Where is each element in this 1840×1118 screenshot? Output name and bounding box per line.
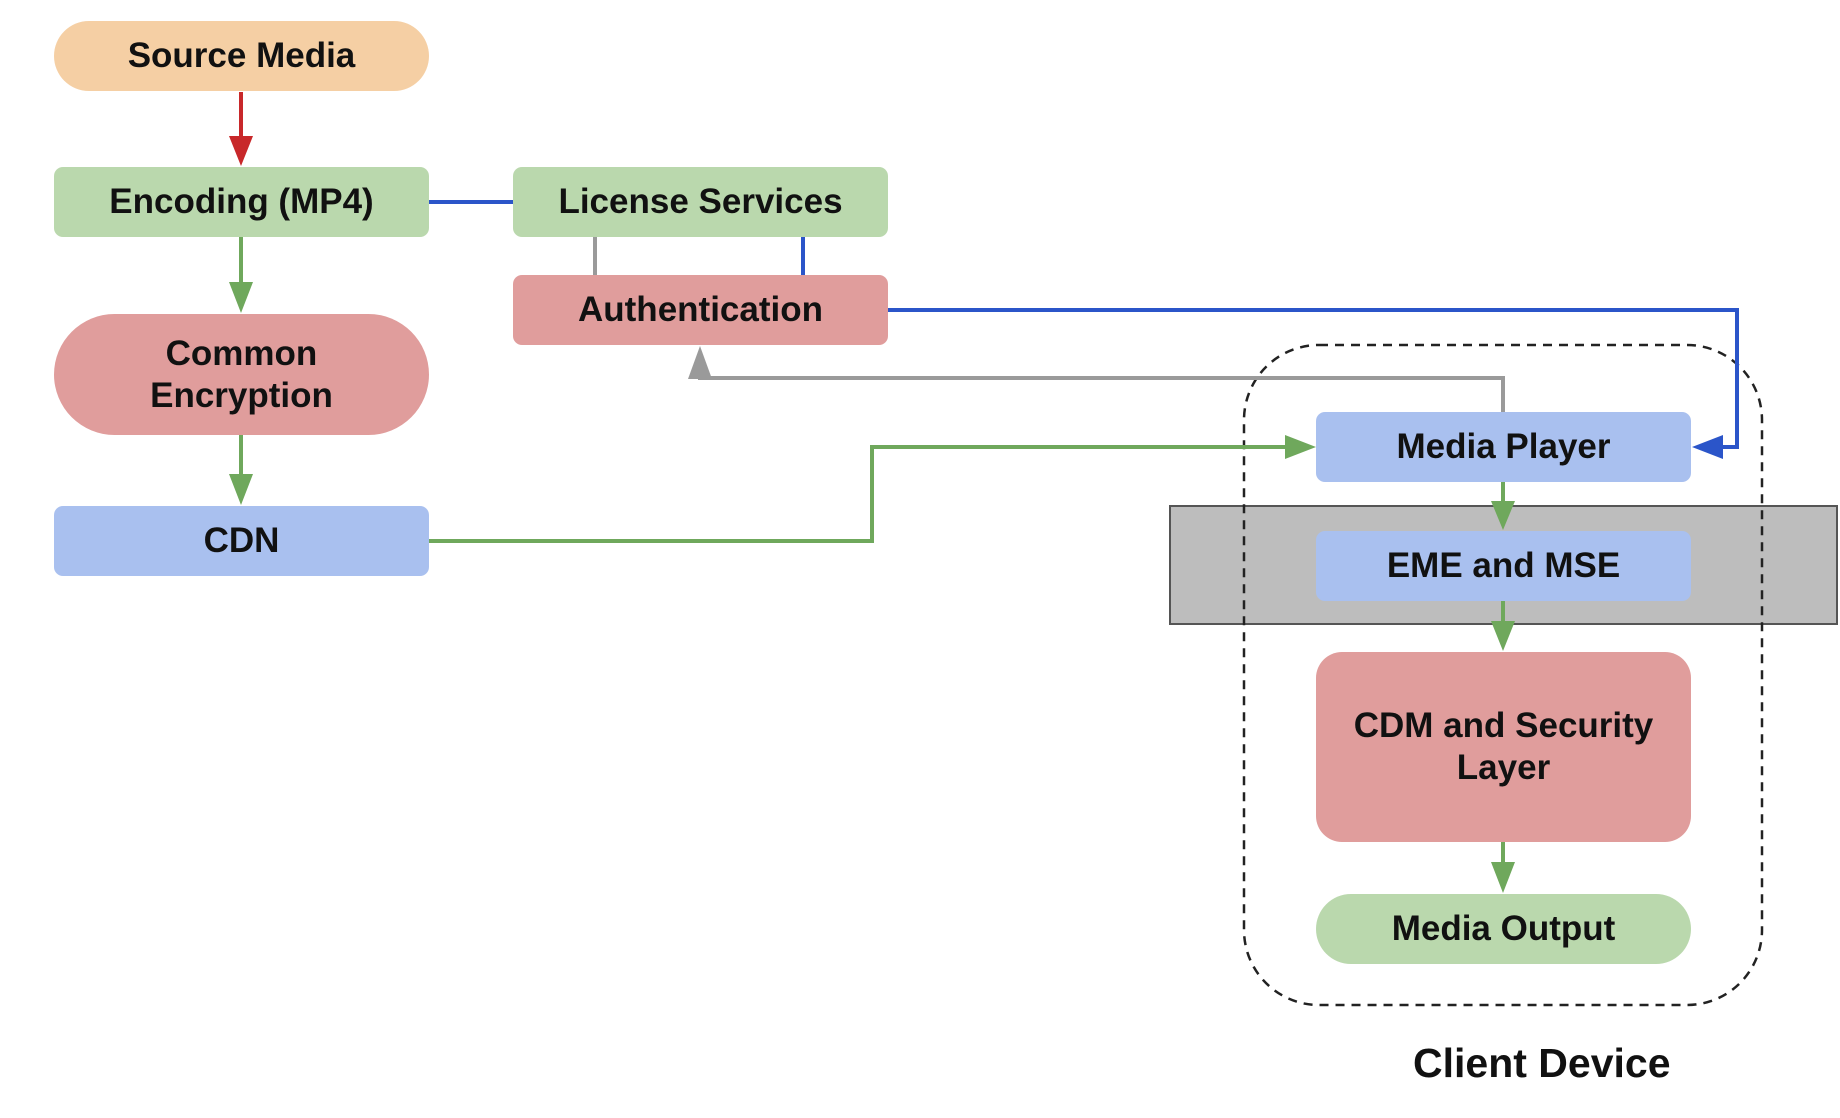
node-source-media: Source Media bbox=[54, 21, 429, 91]
edge-cdn-to-player bbox=[429, 445, 1289, 543]
node-common-encryption-label: Common Encryption bbox=[150, 333, 333, 415]
node-media-player-label: Media Player bbox=[1396, 427, 1611, 466]
node-source-media-label: Source Media bbox=[127, 36, 356, 75]
node-encoding-label: Encoding (MP4) bbox=[109, 182, 374, 221]
node-authentication-label: Authentication bbox=[578, 290, 823, 329]
node-license-services-label: License Services bbox=[558, 182, 843, 221]
node-authentication: Authentication bbox=[513, 275, 888, 345]
arrowhead-player-to-eme bbox=[1491, 501, 1515, 530]
node-license-services: License Services bbox=[513, 167, 888, 237]
node-cdn: CDN bbox=[54, 506, 429, 576]
node-cdm-security: CDM and Security Layer bbox=[1316, 652, 1691, 842]
arrowhead-cdm-to-output bbox=[1491, 862, 1515, 893]
arrowhead-eme-to-cdm bbox=[1491, 621, 1515, 651]
node-cdm-security-label: CDM and Security Layer bbox=[1353, 706, 1654, 787]
edge-player-to-auth bbox=[698, 372, 1505, 412]
arrowhead-cdn-to-player bbox=[1285, 435, 1316, 459]
node-encoding: Encoding (MP4) bbox=[54, 167, 429, 237]
arrowhead-player-to-auth bbox=[688, 346, 712, 379]
node-media-player: Media Player bbox=[1316, 412, 1691, 482]
client-device-group bbox=[1242, 343, 1764, 1007]
node-cdn-label: CDN bbox=[203, 521, 280, 560]
node-eme-mse-label: EME and MSE bbox=[1386, 546, 1621, 585]
node-media-output-label: Media Output bbox=[1391, 909, 1616, 948]
node-common-encryption: Common Encryption bbox=[54, 314, 429, 435]
client-device-label: Client Device bbox=[1413, 1040, 1671, 1086]
arrowhead-encoding-to-encryption bbox=[229, 282, 253, 313]
arrowhead-encryption-to-cdn bbox=[229, 474, 253, 505]
arrowhead-auth-to-player bbox=[1692, 435, 1723, 459]
node-eme-mse: EME and MSE bbox=[1316, 531, 1691, 601]
arrowhead-source-to-encoding bbox=[229, 136, 253, 166]
node-media-output: Media Output bbox=[1316, 894, 1691, 964]
edge-auth-to-player bbox=[888, 308, 1739, 449]
